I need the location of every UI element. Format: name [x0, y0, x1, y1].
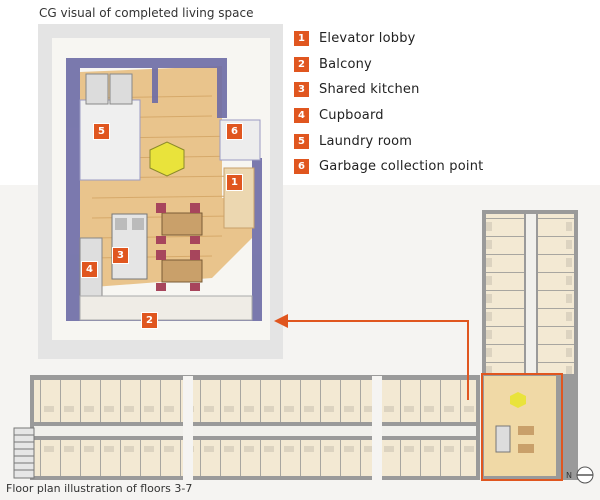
washer [85, 73, 109, 105]
laundry-room [79, 99, 141, 181]
horizontal-corridor [34, 426, 476, 436]
plan-table-2 [518, 444, 534, 453]
legend-badge-2: 2 [294, 57, 309, 72]
south-rooms-row [34, 440, 476, 476]
floor-plan-caption: Floor plan illustration of floors 3-7 [6, 482, 193, 495]
yellow-cube-seat [149, 141, 185, 177]
balcony [79, 295, 253, 321]
cg-badge-6: 6 [226, 123, 243, 140]
sink [115, 218, 127, 230]
cg-badge-4: 4 [81, 261, 98, 278]
plan-kitchen-island [495, 425, 511, 453]
west-stairs [13, 427, 35, 479]
legend-badge-1: 1 [294, 31, 309, 46]
common-area-highlight [481, 373, 563, 481]
wing-gap-1 [183, 376, 193, 480]
floor-plan-illustration: N [13, 210, 594, 484]
cg-badge-1: 1 [226, 174, 243, 191]
compass-icon: N [566, 466, 594, 484]
compass-letter: N [566, 471, 572, 480]
legend-label-laundry-room: Laundry room [319, 134, 413, 149]
vertical-wing [482, 210, 578, 480]
common-area-plan [484, 376, 556, 476]
north-rooms-row [34, 380, 476, 422]
chairs [156, 203, 200, 291]
wing-gap-2 [372, 376, 382, 480]
dryer [109, 73, 133, 105]
plan-table-1 [518, 426, 534, 435]
legend-item-garbage-collection-point: 6 Garbage collection point [294, 158, 483, 175]
dining-table-1 [161, 212, 203, 236]
legend-item-laundry-room: 5 Laundry room [294, 133, 412, 150]
stove [132, 218, 144, 230]
dining-table-2 [161, 259, 203, 283]
callout-arrowhead [274, 314, 288, 328]
legend-badge-5: 5 [294, 134, 309, 149]
legend-item-shared-kitchen: 3 Shared kitchen [294, 81, 420, 98]
plan-yellow-seat [510, 392, 526, 408]
cg-visual-title: CG visual of completed living space [39, 6, 254, 20]
legend-label-balcony: Balcony [319, 57, 372, 72]
legend-item-cupboard: 4 Cupboard [294, 107, 384, 124]
legend-item-balcony: 2 Balcony [294, 56, 372, 73]
legend-label-garbage-collection-point: Garbage collection point [319, 159, 484, 174]
horizontal-wing [13, 375, 480, 480]
legend-label-cupboard: Cupboard [319, 108, 384, 123]
legend-badge-3: 3 [294, 82, 309, 97]
vertical-corridor [526, 214, 536, 374]
east-rooms-column [538, 214, 574, 374]
legend-label-shared-kitchen: Shared kitchen [319, 82, 420, 97]
legend-badge-6: 6 [294, 159, 309, 174]
callout-arrow-line [282, 320, 469, 400]
cg-badge-3: 3 [112, 247, 129, 264]
legend-item-elevator-lobby: 1 Elevator lobby [294, 30, 416, 47]
cg-badge-2: 2 [141, 312, 158, 329]
legend-label-elevator-lobby: Elevator lobby [319, 31, 416, 46]
west-rooms-column [486, 214, 524, 374]
cg-badge-5: 5 [93, 123, 110, 140]
legend-badge-4: 4 [294, 108, 309, 123]
